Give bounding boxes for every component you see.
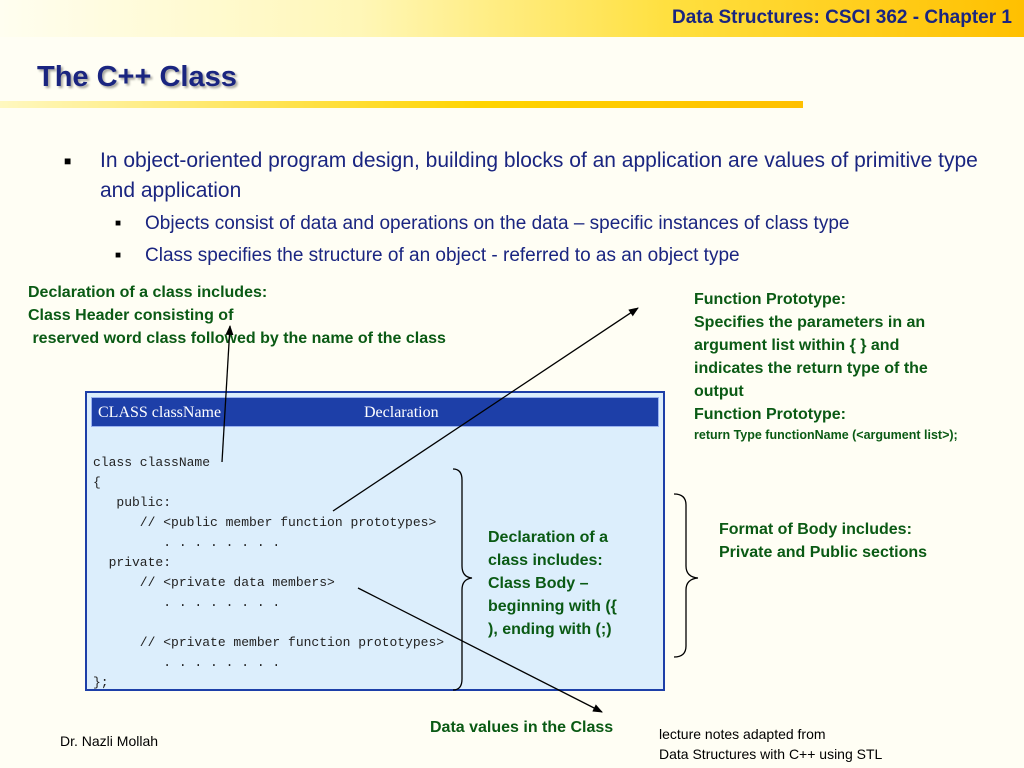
note-function-prototype: Function Prototype: Specifies the parame… (694, 288, 958, 444)
code-line: . . . . . . . . (93, 655, 281, 670)
body-sections-brace-icon (673, 493, 699, 658)
note-line: indicates the return type of the (694, 360, 928, 377)
code-header-title: Declaration (364, 404, 439, 421)
note-line: Function Prototype: (694, 406, 846, 423)
header-bar: Data Structures: CSCI 362 - Chapter 1 (0, 0, 1024, 37)
note-class-header: Declaration of a class includes: Class H… (28, 281, 446, 350)
code-line: // <private data members> (93, 575, 335, 590)
note-line: Declaration of a (488, 529, 609, 546)
footer-source-line: lecture notes adapted from (659, 726, 826, 742)
bullet-main: ■ In object-oriented program design, bui… (64, 146, 995, 206)
code-line: // <private member function prototypes> (93, 635, 445, 650)
note-line: Data values in the Class (430, 719, 614, 736)
code-line: { (93, 475, 101, 490)
note-line: Class Header consisting of (28, 307, 234, 324)
code-line: . . . . . . . . (93, 535, 281, 550)
note-line: Class Body – (488, 575, 589, 592)
slide-title: The C++ Class (37, 61, 237, 93)
code-box-header: CLASS className Declaration (91, 397, 659, 427)
note-line: Private and Public sections (719, 544, 928, 561)
note-class-body: Declaration of a class includes: Class B… (488, 526, 617, 641)
square-bullet-icon: ■ (64, 154, 72, 168)
note-line: class includes: (488, 552, 603, 569)
note-line: Format of Body includes: (719, 521, 912, 538)
bullet-main-text: In object-oriented program design, build… (100, 149, 978, 202)
code-line: }; (93, 675, 109, 690)
square-bullet-icon: ■ (115, 250, 122, 261)
note-line: reserved word class followed by the name… (28, 330, 446, 347)
note-syntax-line: return Type functionName (<argument list… (694, 428, 958, 442)
note-data-values: Data values in the Class (430, 716, 613, 739)
note-line: output (694, 383, 744, 400)
bullet-sub-1: ■ Objects consist of data and operations… (115, 211, 1005, 237)
course-title: Data Structures: CSCI 362 - Chapter 1 (672, 7, 1012, 28)
note-line: ), ending with (;) (488, 621, 612, 638)
code-line: class className (93, 455, 211, 470)
code-line: . . . . . . . . (93, 595, 281, 610)
title-rule (0, 101, 803, 108)
note-format-of-body: Format of Body includes: Private and Pub… (719, 518, 927, 564)
note-line: argument list within { } and (694, 337, 900, 354)
code-header-label: CLASS className (98, 404, 222, 421)
bullet-sub-2: ■ Class specifies the structure of an ob… (115, 243, 1005, 269)
footer-author: Dr. Nazli Mollah (60, 733, 159, 749)
footer-source: lecture notes adapted from Data Structur… (659, 724, 882, 764)
note-line: beginning with ({ (488, 598, 617, 615)
code-line: public: (93, 495, 172, 510)
note-line: Declaration of a class includes: (28, 284, 268, 301)
note-line: Function Prototype: (694, 291, 846, 308)
code-line: // <public member function prototypes> (93, 515, 437, 530)
bullet-sub-text: Objects consist of data and operations o… (145, 213, 850, 234)
code-line: private: (93, 555, 172, 570)
footer-source-line: Data Structures with C++ using STL (659, 746, 883, 762)
note-line: Specifies the parameters in an (694, 314, 926, 331)
square-bullet-icon: ■ (115, 218, 122, 229)
bullet-sub-text: Class specifies the structure of an obje… (145, 245, 740, 266)
